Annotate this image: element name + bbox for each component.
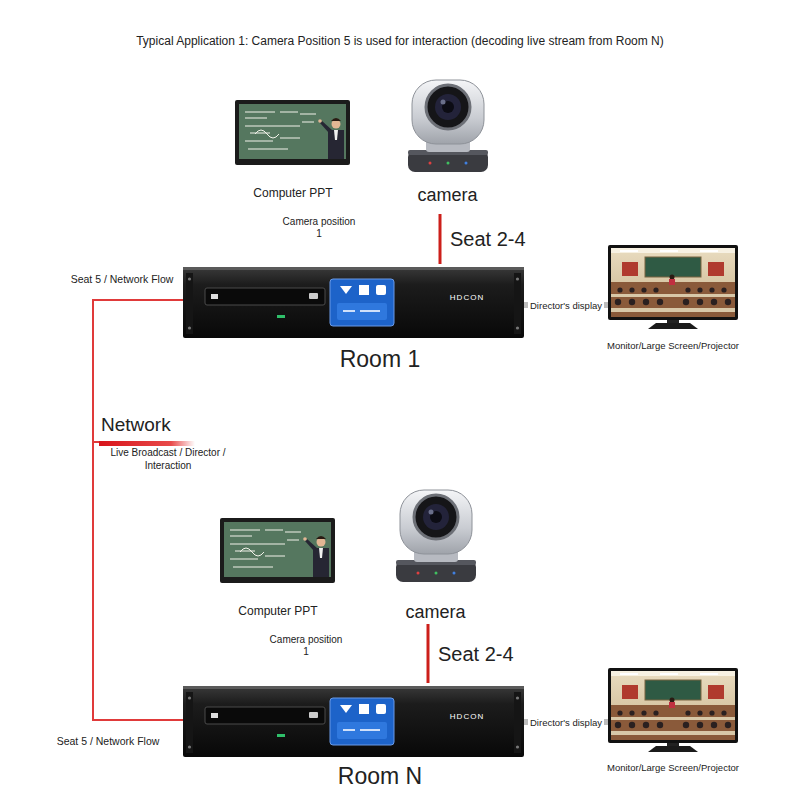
picture-label: Monitor/Large Screen/Projector	[588, 762, 758, 773]
recorder-unit: HDCONRoom 1	[183, 266, 524, 338]
ptz-camera: camera	[383, 485, 488, 622]
room-name: Room 1	[330, 346, 430, 374]
picture-label: Computer PPT	[228, 186, 358, 200]
connector-line	[93, 442, 183, 720]
connection-label: Director's display	[528, 300, 604, 311]
brand-logo: HDCON	[449, 293, 485, 303]
ppt-screen-picture	[220, 518, 335, 583]
picture-label: camera	[383, 602, 488, 624]
picture-label: camera	[395, 185, 500, 207]
recorder-unit-picture	[183, 267, 524, 338]
seat-label: Camera position 1	[280, 216, 358, 240]
seat-label: Seat 5 / Network Flow	[66, 273, 178, 286]
picture-label: Computer PPT	[213, 604, 343, 618]
seat-label: Seat 5 / Network Flow	[52, 735, 164, 748]
network-roles: Live Broadcast / Director / Interaction	[99, 446, 237, 472]
ppt-screen: Computer PPT	[213, 515, 343, 623]
network-heading: Network	[101, 414, 211, 437]
network-bar	[99, 441, 195, 446]
brand-logo: HDCON	[449, 712, 485, 722]
classroom-monitor-picture	[608, 245, 738, 329]
ptz-camera-picture	[396, 490, 476, 582]
recorder-unit-picture	[183, 686, 524, 757]
connection-label: Director's display	[528, 717, 604, 728]
seat-label: Camera position 1	[267, 634, 345, 658]
ppt-screen: Computer PPT	[228, 97, 358, 205]
recorder-unit: HDCONRoom N	[183, 685, 524, 757]
ptz-camera: camera	[395, 75, 500, 212]
ppt-screen-picture	[235, 100, 350, 165]
classroom-monitor-picture	[608, 668, 738, 752]
seat-label: Seat 2-4	[436, 642, 516, 666]
picture-label: Monitor/Large Screen/Projector	[588, 340, 758, 351]
connector-line	[439, 214, 442, 264]
seat-label: Seat 2-4	[448, 227, 528, 251]
display-monitor: Monitor/Large Screen/Projector	[608, 245, 738, 329]
ptz-camera-picture	[408, 80, 488, 172]
network-node: NetworkLive Broadcast / Director / Inter…	[99, 414, 239, 474]
display-monitor: Monitor/Large Screen/Projector	[608, 668, 738, 752]
room-name: Room N	[330, 763, 430, 791]
diagram-title: Typical Application 1: Camera Position 5…	[0, 34, 800, 48]
connector-line	[427, 624, 430, 683]
